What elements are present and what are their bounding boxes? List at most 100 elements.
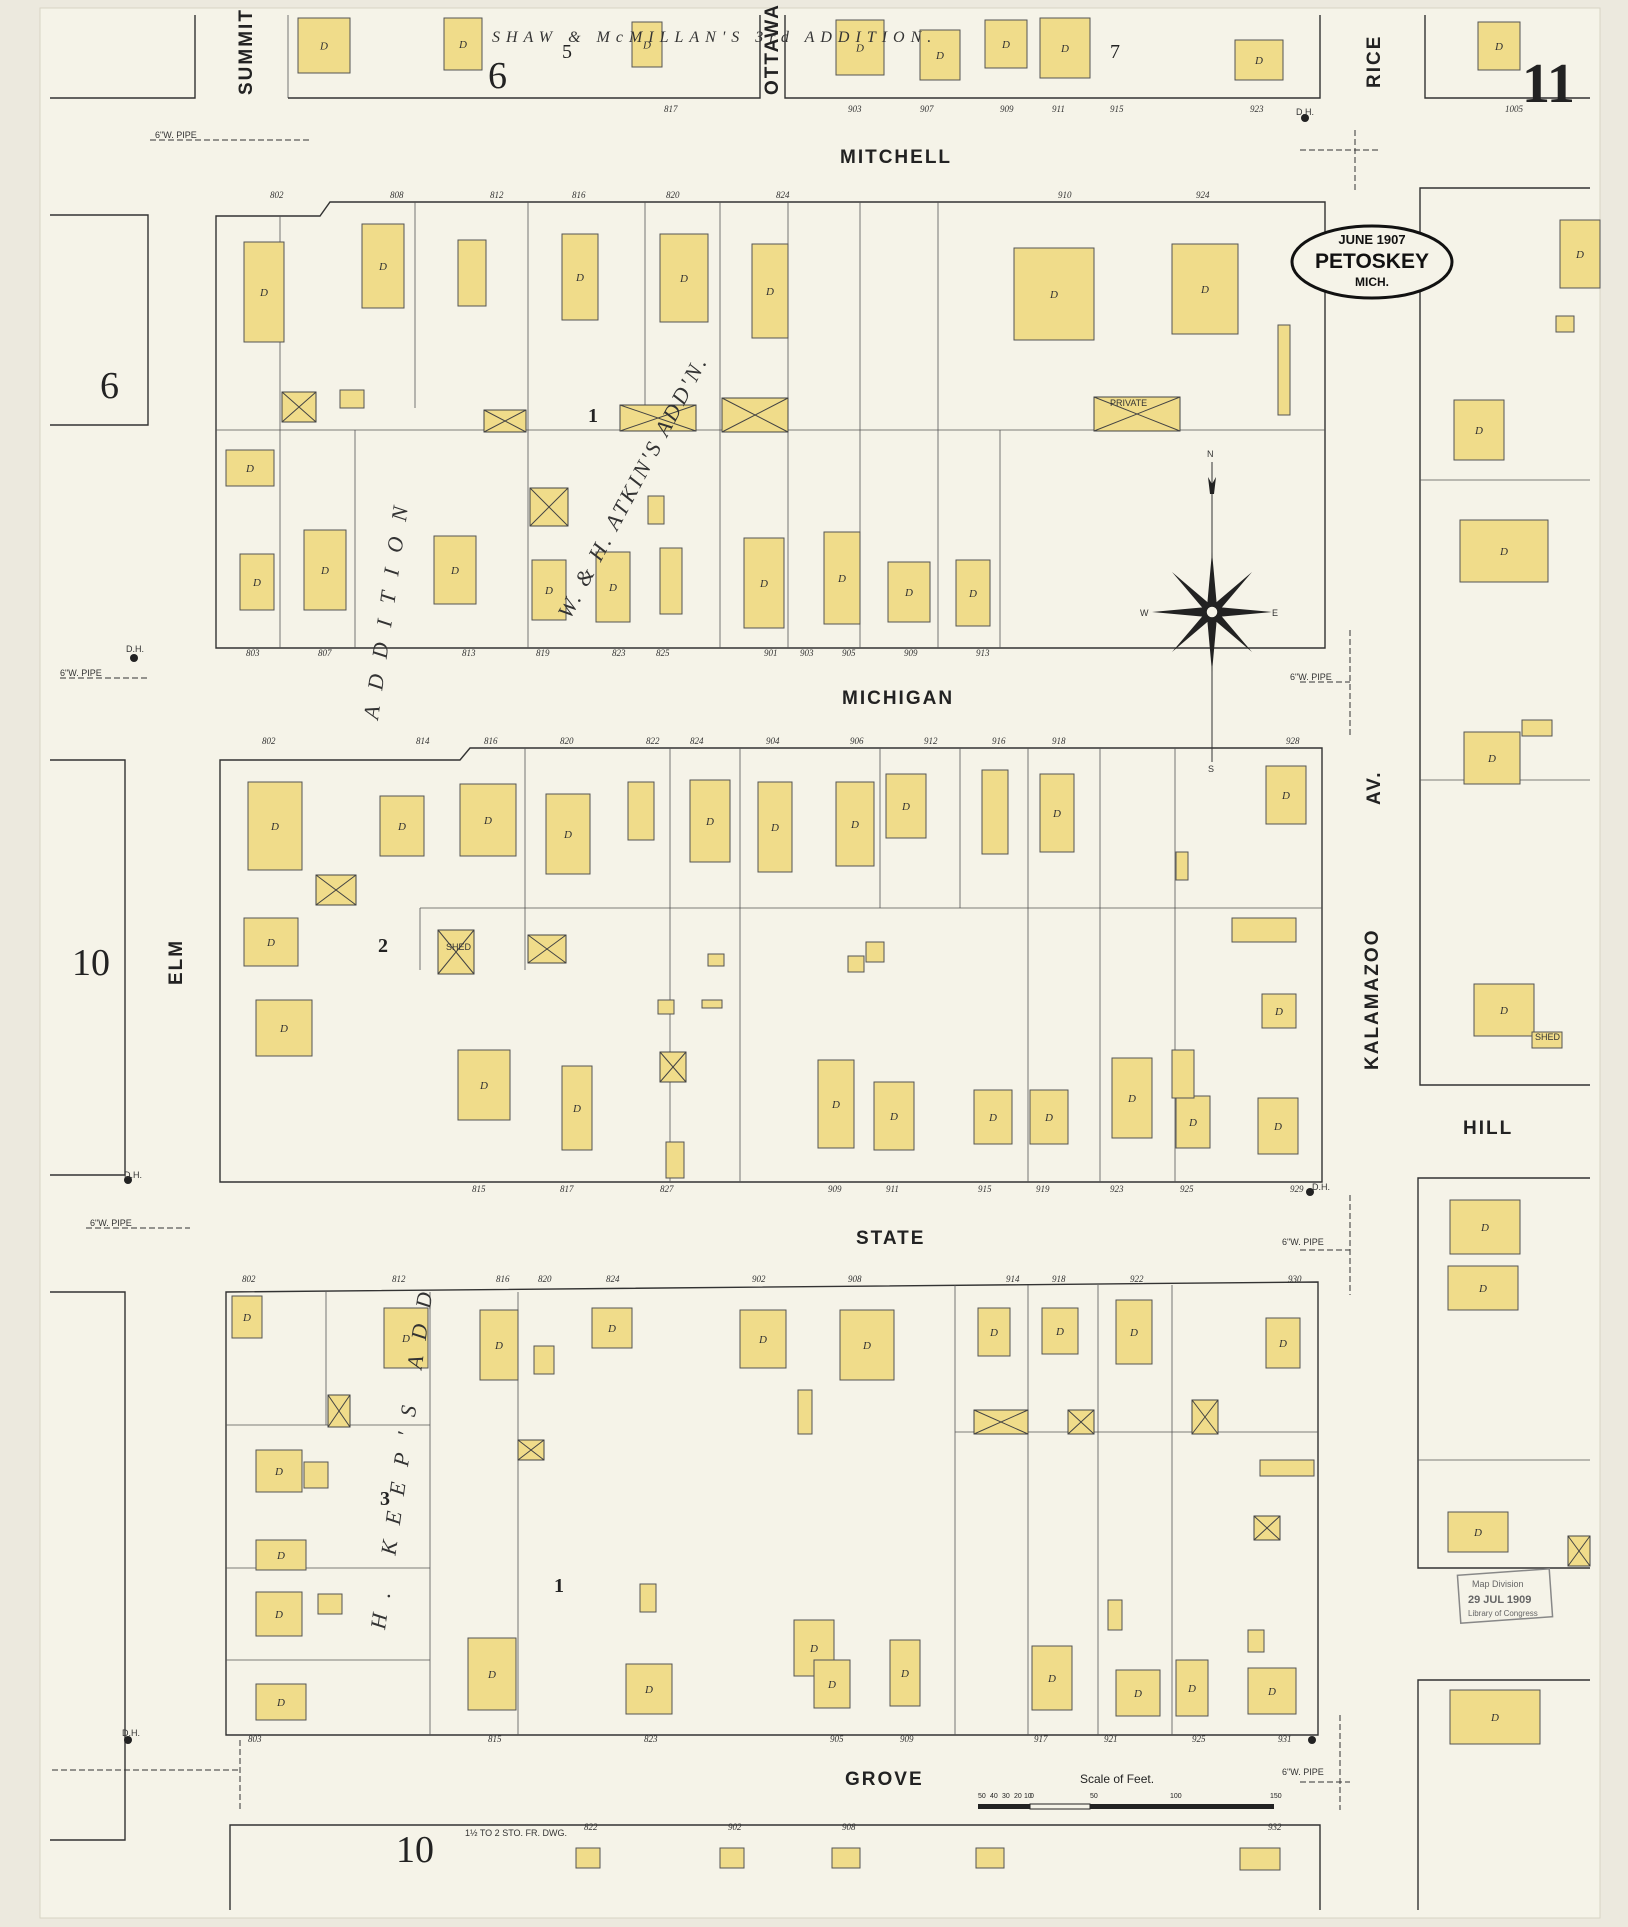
dwelling-label: D xyxy=(705,816,714,828)
address-number: 908 xyxy=(848,1274,862,1284)
label-pipe-3: 6"W. PIPE xyxy=(90,1218,132,1228)
dwelling-label: D xyxy=(1001,39,1010,51)
address-number: 924 xyxy=(1196,190,1210,200)
address-number: 909 xyxy=(900,1734,914,1744)
address-number: 808 xyxy=(390,190,404,200)
dwelling-label: D xyxy=(378,261,387,273)
address-number: 914 xyxy=(1006,1274,1020,1284)
address-number: 915 xyxy=(978,1184,992,1194)
dwelling-footprint xyxy=(1449,1689,1541,1745)
dwelling-label: D xyxy=(827,1679,836,1691)
dwelling-label: D xyxy=(1490,1712,1499,1724)
address-number: 816 xyxy=(496,1274,510,1284)
dwelling-footprint xyxy=(975,1847,1005,1869)
scale-tick-label: 50 xyxy=(1090,1793,1098,1800)
dwelling-footprint xyxy=(689,779,731,863)
dwelling-footprint xyxy=(561,233,599,321)
dwelling-label: D xyxy=(988,1112,997,1124)
dwelling-label: D xyxy=(252,577,261,589)
compass-rose: N S E W xyxy=(1140,449,1278,774)
dwelling-label: D xyxy=(642,40,651,52)
dwelling-footprint xyxy=(631,21,663,68)
dwelling-footprint xyxy=(1029,1089,1069,1145)
dwelling-footprint xyxy=(479,1309,519,1381)
label-dh-1: D.H. xyxy=(1296,107,1314,117)
address-number: 814 xyxy=(416,736,430,746)
dwelling-footprint xyxy=(1231,917,1297,943)
label-private: PRIVATE xyxy=(1110,398,1147,408)
dwelling-footprint xyxy=(797,1389,813,1435)
address-number: 909 xyxy=(828,1184,842,1194)
dwelling-label: D xyxy=(1254,55,1263,67)
dwelling-footprint xyxy=(1259,1459,1315,1477)
block-number-5: 5 xyxy=(562,41,572,63)
scale-tick-label: 50 xyxy=(978,1793,986,1800)
address-number: 925 xyxy=(1192,1734,1206,1744)
dwelling-footprint xyxy=(243,917,299,967)
dwelling-footprint xyxy=(657,999,675,1015)
dwelling-footprint xyxy=(383,1307,429,1369)
dwelling-footprint xyxy=(1559,219,1601,289)
dwelling-label: D xyxy=(850,819,859,831)
dwelling-footprint xyxy=(459,783,517,857)
address-number: 923 xyxy=(1110,1184,1124,1194)
title-badge: JUNE 1907 PETOSKEY MICH. xyxy=(1290,224,1454,300)
dwelling-label: D xyxy=(900,1668,909,1680)
dwelling-footprint xyxy=(665,1141,685,1179)
street-state: STATE xyxy=(856,1228,925,1249)
dwelling-footprint xyxy=(1521,719,1553,737)
dwelling-footprint xyxy=(817,1059,855,1149)
dwelling-label: D xyxy=(1281,790,1290,802)
dwelling-footprint xyxy=(1277,324,1291,416)
label-dh-2: D.H. xyxy=(126,644,144,654)
dwelling-label: D xyxy=(1133,1688,1142,1700)
badge-state: MICH. xyxy=(1355,275,1389,289)
street-rice: RICE xyxy=(1364,35,1385,88)
address-number: 825 xyxy=(656,648,670,658)
dwelling-footprint xyxy=(1175,851,1189,881)
dwelling-footprint xyxy=(243,241,285,343)
address-number: 824 xyxy=(606,1274,620,1284)
dwelling-footprint xyxy=(1039,773,1075,853)
dwelling-footprint xyxy=(1175,1659,1209,1717)
dwelling-label: D xyxy=(758,1334,767,1346)
address-number: 911 xyxy=(886,1184,899,1194)
label-dh-4: D.H. xyxy=(122,1728,140,1738)
street-mitchell: MITCHELL xyxy=(840,147,952,168)
address-number: 908 xyxy=(842,1822,856,1832)
dwelling-footprint xyxy=(887,561,931,623)
dwelling-label: D xyxy=(1478,1283,1487,1295)
dwelling-footprint xyxy=(835,19,885,76)
address-number: 802 xyxy=(242,1274,256,1284)
dwelling-footprint xyxy=(955,559,991,627)
dwelling-label: D xyxy=(458,39,467,51)
address-number: 904 xyxy=(766,736,780,746)
dwelling-footprint xyxy=(739,1309,787,1369)
dwelling-footprint xyxy=(984,19,1028,69)
dwelling-label: D xyxy=(1474,425,1483,437)
block-state-grove xyxy=(225,1281,1319,1736)
address-number: 915 xyxy=(1110,104,1124,114)
address-number: 807 xyxy=(318,648,332,658)
dwelling-label: D xyxy=(679,273,688,285)
dwelling-label: D xyxy=(1052,808,1061,820)
dwelling-label: D xyxy=(935,50,944,62)
block-number-7: 7 xyxy=(1110,41,1120,63)
dwelling-label: D xyxy=(487,1669,496,1681)
dwelling-label: D xyxy=(1480,1222,1489,1234)
dwelling-footprint xyxy=(591,1307,633,1349)
scale-tick-label: 30 xyxy=(1002,1793,1010,1800)
dwelling-footprint xyxy=(839,1309,895,1381)
dwelling-footprint xyxy=(1261,993,1297,1029)
address-number: 812 xyxy=(490,190,504,200)
dwelling-footprint xyxy=(707,953,725,967)
dwelling-footprint xyxy=(885,773,927,839)
dwelling-footprint xyxy=(433,535,477,605)
block-number-1b: 1 xyxy=(554,1575,564,1597)
dwelling-footprint xyxy=(1473,983,1535,1037)
badge-date: JUNE 1907 xyxy=(1338,232,1405,247)
